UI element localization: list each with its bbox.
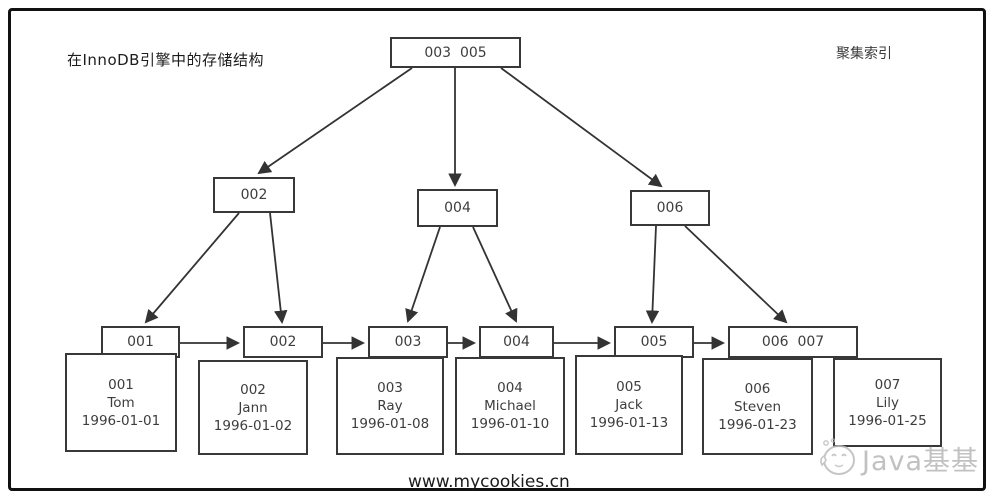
record-name: Steven [733, 398, 782, 415]
internal-node-006: 006 [630, 190, 710, 226]
record-id: 004 [497, 380, 523, 396]
record-name: Ray [377, 398, 403, 414]
record-003: 003 Ray 1996-01-08 [336, 357, 444, 455]
footer-url: www.mycookies.cn [408, 472, 570, 492]
record-date: 1996-01-08 [350, 416, 430, 432]
record-005: 005 Jack 1996-01-13 [575, 355, 683, 455]
leaf-node-001: 001 [101, 326, 180, 358]
watermark-text: Java基基 [862, 445, 980, 477]
watermark: Java基基 [818, 436, 979, 480]
edge-002-to-leaf-002 [269, 212, 288, 325]
record-001: 001 Tom 1996-01-01 [65, 353, 177, 452]
record-date: 1996-01-02 [213, 417, 293, 434]
record-name: Jann [238, 399, 268, 416]
edge-004-to-leaf-003 [405, 226, 441, 323]
record-007: 007 Lily 1996-01-25 [833, 358, 942, 447]
diagram-title: 在InnoDB引擎中的存储结构 [67, 51, 264, 69]
record-date: 1996-01-10 [470, 416, 550, 432]
internal-node-004: 004 [417, 189, 498, 227]
record-date: 1996-01-13 [589, 415, 669, 431]
record-002: 002 Jann 1996-01-02 [198, 360, 308, 455]
record-date: 1996-01-23 [718, 416, 797, 433]
javajiji-logo-icon [820, 438, 855, 475]
record-id: 006 [744, 380, 771, 397]
record-name: Tom [107, 394, 135, 411]
record-id: 005 [616, 379, 642, 395]
edge-006-to-leaf-006 [684, 225, 788, 324]
record-date: 1996-01-01 [81, 412, 161, 429]
record-004: 004 Michael 1996-01-10 [455, 357, 565, 455]
clustered-index-label: 聚集索引 [836, 46, 892, 62]
leaf-node-003: 003 [368, 326, 448, 358]
record-id: 002 [240, 381, 266, 398]
record-date: 1996-01-25 [848, 412, 927, 429]
record-id: 007 [874, 376, 901, 393]
record-006: 006 Steven 1996-01-23 [702, 358, 813, 455]
edge-root-to-006 [500, 67, 663, 188]
leaf-node-005: 005 [614, 326, 694, 358]
leaf-node-004: 004 [479, 326, 554, 358]
record-name: Michael [484, 398, 536, 414]
record-id: 003 [377, 380, 403, 396]
leaf-node-002: 002 [243, 326, 323, 358]
edge-002-to-leaf-001 [144, 212, 240, 324]
edge-root-to-002 [257, 67, 413, 175]
root-node: 003 005 [390, 37, 521, 68]
edge-004-to-leaf-004 [472, 226, 518, 323]
leaf-node-006-007: 006 007 [728, 326, 858, 358]
record-id: 001 [108, 376, 134, 393]
internal-node-002: 002 [213, 177, 295, 213]
record-name: Lily [875, 394, 899, 411]
edge-006-to-leaf-005 [645, 225, 660, 325]
outer-border [8, 8, 986, 491]
record-name: Jack [615, 397, 643, 413]
